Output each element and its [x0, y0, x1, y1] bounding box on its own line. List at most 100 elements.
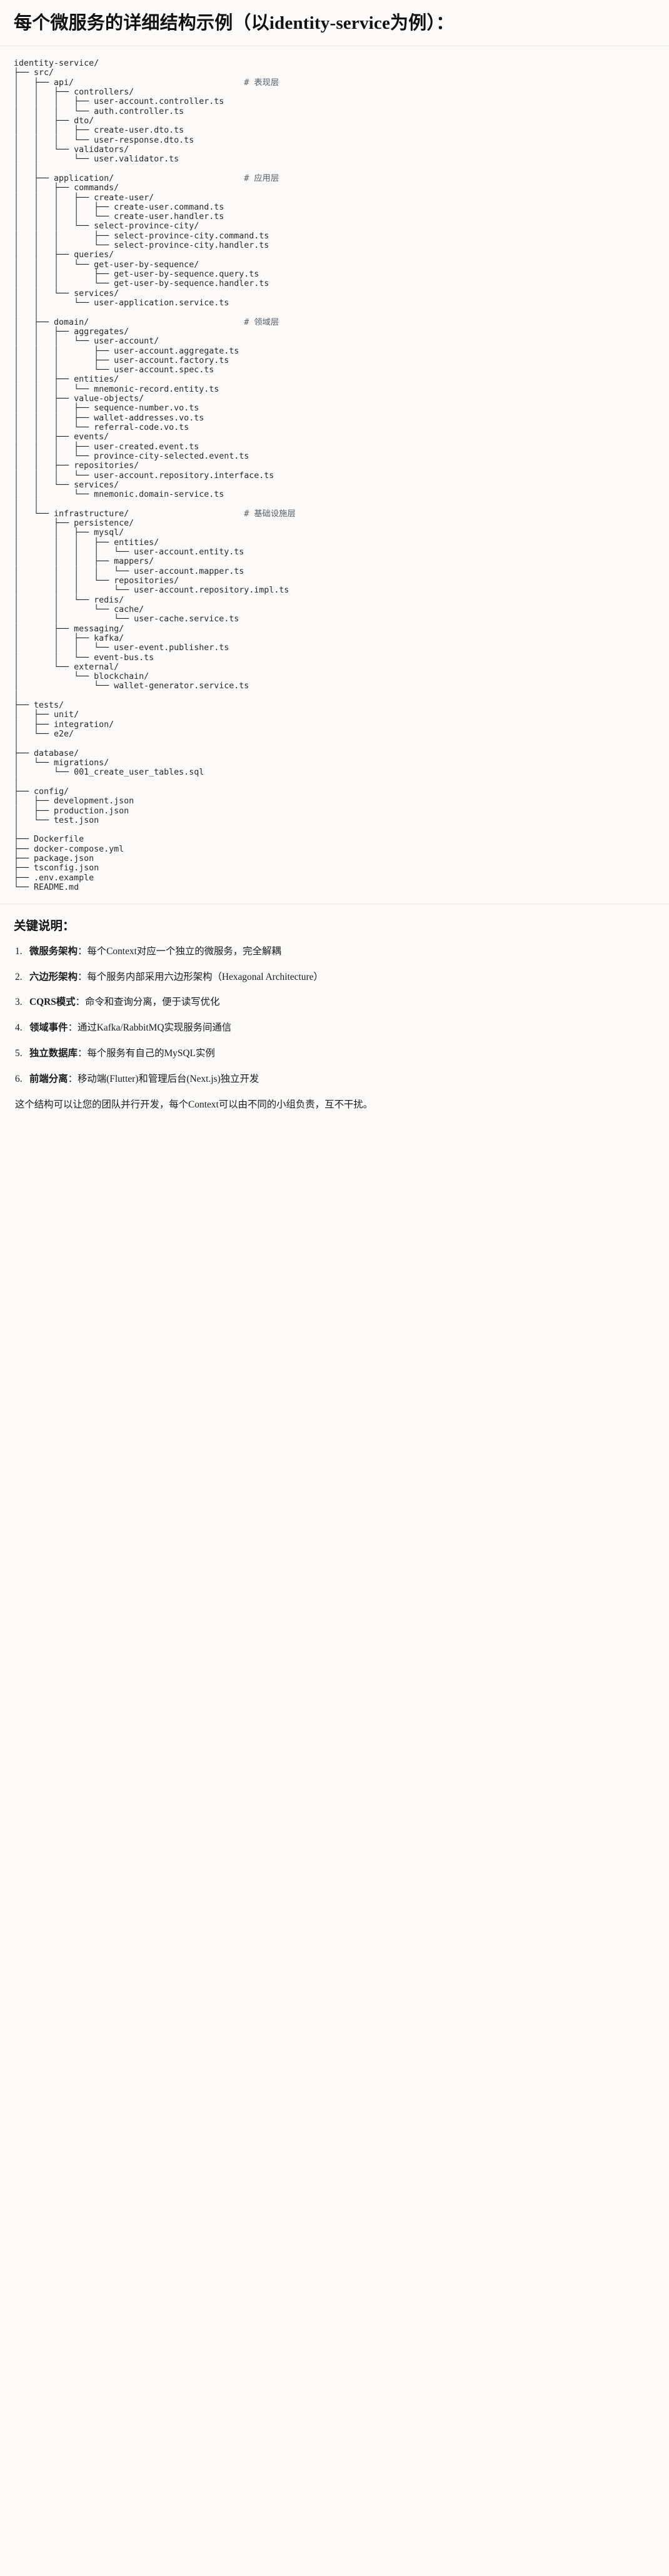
- tree-line: │ └── test.json: [14, 815, 99, 825]
- key-point-item: 六边形架构：每个服务内部采用六边形架构（Hexagonal Architectu…: [14, 970, 655, 985]
- tree-line: │ │ │ ├── create-user/: [14, 193, 154, 203]
- tree-line: │ │ │ └── auth.controller.ts: [14, 106, 184, 116]
- tree-line: │ │ ├── mysql/: [14, 528, 124, 538]
- tree-line: │ │ └── event-bus.ts: [14, 653, 154, 663]
- document-page: 每个微服务的详细结构示例（以identity-service为例）： ident…: [0, 0, 669, 1128]
- tree-line: │ │ ├── value-objects/: [14, 394, 144, 404]
- tree-line: │ │ ├── entities/: [14, 375, 119, 385]
- closing-paragraph: 这个结构可以让您的团队并行开发，每个Context可以由不同的小组负责，互不干扰…: [15, 1099, 373, 1110]
- tree-line: │ ├── persistence/: [14, 519, 134, 529]
- tree-line: │ ├── domain/ # 领域层: [14, 317, 279, 327]
- key-point-lead: 前端分离: [29, 1074, 68, 1084]
- tree-line: └── README.md: [14, 883, 79, 893]
- tree-line: │ │ ├── queries/: [14, 250, 114, 260]
- key-point-item: 微服务架构：每个Context对应一个独立的微服务，完全解耦: [14, 944, 655, 959]
- tree-line: │ │ ├── events/: [14, 432, 109, 442]
- tree-line: │ │ │ └── user-account.repository.impl.t…: [14, 586, 289, 596]
- tree-line: │ │ └── redis/: [14, 595, 124, 605]
- tree-line: │ │ │ └── mnemonic-record.entity.ts: [14, 384, 219, 394]
- tree-line: │ ├── development.json: [14, 797, 134, 807]
- tree-line: │ │ │ ├── get-user-by-sequence.query.ts: [14, 270, 259, 280]
- tree-line: │ └── 001_create_user_tables.sql: [14, 768, 204, 778]
- key-point-item: 领域事件：通过Kafka/RabbitMQ实现服务间通信: [14, 1021, 655, 1036]
- tree-line: │ │ ├── repositories/: [14, 461, 139, 471]
- key-point-item: 独立数据库：每个服务有自己的MySQL实例: [14, 1046, 655, 1061]
- tree-line: │ ├── messaging/: [14, 624, 124, 634]
- tree-line: │ │ │ └── repositories/: [14, 576, 179, 586]
- tree-line: │ │ │ ├── sequence-number.vo.ts: [14, 404, 199, 414]
- tree-line: │ │: [14, 164, 39, 174]
- key-point-body: ：移动端(Flutter)和管理后台(Next.js)独立开发: [68, 1074, 259, 1084]
- key-points-section: 关键说明： 微服务架构：每个Context对应一个独立的微服务，完全解耦六边形架…: [0, 904, 669, 1128]
- tree-line: │ │ └── services/: [14, 480, 119, 490]
- tree-line: │ │ │ ├── wallet-addresses.vo.ts: [14, 413, 204, 423]
- key-point-body: ：每个服务内部采用六边形架构（Hexagonal Architecture）: [77, 971, 323, 982]
- tree-line: │ │ │ ├── user-account.factory.ts: [14, 355, 229, 365]
- tree-line: │ └── infrastructure/ # 基础设施层: [14, 509, 296, 519]
- tree-line: ├── tests/: [14, 701, 64, 711]
- tree-line: │ ├── api/ # 表现层: [14, 78, 279, 88]
- key-point-body: ：每个Context对应一个独立的微服务，完全解耦: [77, 945, 281, 957]
- tree-line: │ │ └── user-cache.service.ts: [14, 614, 239, 624]
- tree-line: │ │ │ └── user-account.repository.interf…: [14, 471, 274, 481]
- tree-line: │ │ │ ├── user-created.event.ts: [14, 442, 199, 452]
- directory-tree-content: identity-service/ ├── src/ │ ├── api/ # …: [14, 59, 296, 892]
- tree-line: │ │ │ ├── entities/: [14, 537, 159, 547]
- tree-line: identity-service/: [14, 59, 99, 69]
- tree-line: ├── docker-compose.yml: [14, 844, 124, 854]
- key-point-body: ：通过Kafka/RabbitMQ实现服务间通信: [68, 1022, 232, 1034]
- tree-line: │ │ └── mnemonic.domain-service.ts: [14, 490, 224, 500]
- tree-line: │ │ │ │ └── user-account.entity.ts: [14, 547, 244, 557]
- tree-line: ├── tsconfig.json: [14, 863, 99, 873]
- tree-line: │ │ │ └── user-response.dto.ts: [14, 135, 194, 145]
- page-title: 每个微服务的详细结构示例（以identity-service为例）：: [0, 0, 669, 47]
- tree-line: │ │ └── services/: [14, 288, 119, 298]
- tree-line: │ │ │ ├── create-user.dto.ts: [14, 126, 184, 136]
- tree-line: │ │ ├── kafka/: [14, 633, 124, 643]
- tree-line: │ │: [14, 499, 39, 509]
- key-point-item: 前端分离：移动端(Flutter)和管理后台(Next.js)独立开发: [14, 1072, 655, 1087]
- key-points-title: 关键说明：: [14, 920, 75, 934]
- tree-line: │ │ │ ├── select-province-city.command.t…: [14, 231, 269, 241]
- key-point-lead: 独立数据库: [29, 1048, 78, 1059]
- tree-line: │: [14, 777, 19, 787]
- key-point-lead: 微服务架构: [29, 945, 78, 957]
- tree-line: │ │ │ └── select-province-city/: [14, 221, 199, 232]
- key-point-item: CQRS模式：命令和查询分离，便于读写优化: [14, 995, 655, 1010]
- tree-line: │ │ └── user-application.service.ts: [14, 298, 229, 308]
- tree-line: │ │: [14, 308, 39, 318]
- tree-line: │ │ │ └── referral-code.vo.ts: [14, 423, 189, 433]
- tree-line: │ │ ├── commands/: [14, 183, 119, 193]
- key-point-lead: CQRS模式: [29, 997, 76, 1008]
- tree-line: │ │ │ ├── user-account.aggregate.ts: [14, 346, 239, 356]
- tree-line: │ └── wallet-generator.service.ts: [14, 681, 249, 691]
- tree-line: │ │ │ └── select-province-city.handler.t…: [14, 241, 269, 251]
- tree-line: │: [14, 739, 19, 749]
- tree-line: │ │ └── user.validator.ts: [14, 155, 179, 165]
- tree-comment: # 应用层: [244, 173, 279, 183]
- key-point-lead: 领域事件: [29, 1022, 68, 1034]
- tree-line: │ └── external/: [14, 662, 119, 672]
- tree-line: ├── database/: [14, 748, 79, 758]
- tree-line: │ │ └── validators/: [14, 145, 129, 155]
- tree-line: ├── src/: [14, 68, 54, 78]
- tree-line: │ │ │ └── get-user-by-sequence/: [14, 260, 199, 270]
- tree-line: │ ├── application/ # 应用层: [14, 173, 279, 183]
- tree-line: │ ├── production.json: [14, 806, 129, 816]
- tree-line: │ │ │ └── get-user-by-sequence.handler.t…: [14, 279, 269, 289]
- tree-line: ├── package.json: [14, 854, 94, 864]
- key-point-lead: 六边形架构: [29, 971, 78, 982]
- tree-line: │ │ │ └── user-account.spec.ts: [14, 365, 214, 375]
- tree-line: │ └── e2e/: [14, 730, 74, 740]
- tree-comment: # 基础设施层: [244, 509, 296, 519]
- tree-line: │ │ └── cache/: [14, 604, 144, 614]
- tree-line: │ │ ├── aggregates/: [14, 327, 129, 337]
- tree-line: │ │ │ │ └── user-account.mapper.ts: [14, 566, 244, 576]
- tree-line: │ │ ├── dto/: [14, 116, 94, 126]
- tree-line: ├── .env.example: [14, 873, 94, 883]
- tree-line: │ │ │ └── province-city-selected.event.t…: [14, 451, 249, 461]
- tree-line: │: [14, 825, 19, 835]
- tree-line: │ │ │ └── user-account/: [14, 337, 159, 347]
- directory-tree-code-block: identity-service/ ├── src/ │ ├── api/ # …: [0, 46, 669, 905]
- tree-line: │ ├── integration/: [14, 720, 114, 730]
